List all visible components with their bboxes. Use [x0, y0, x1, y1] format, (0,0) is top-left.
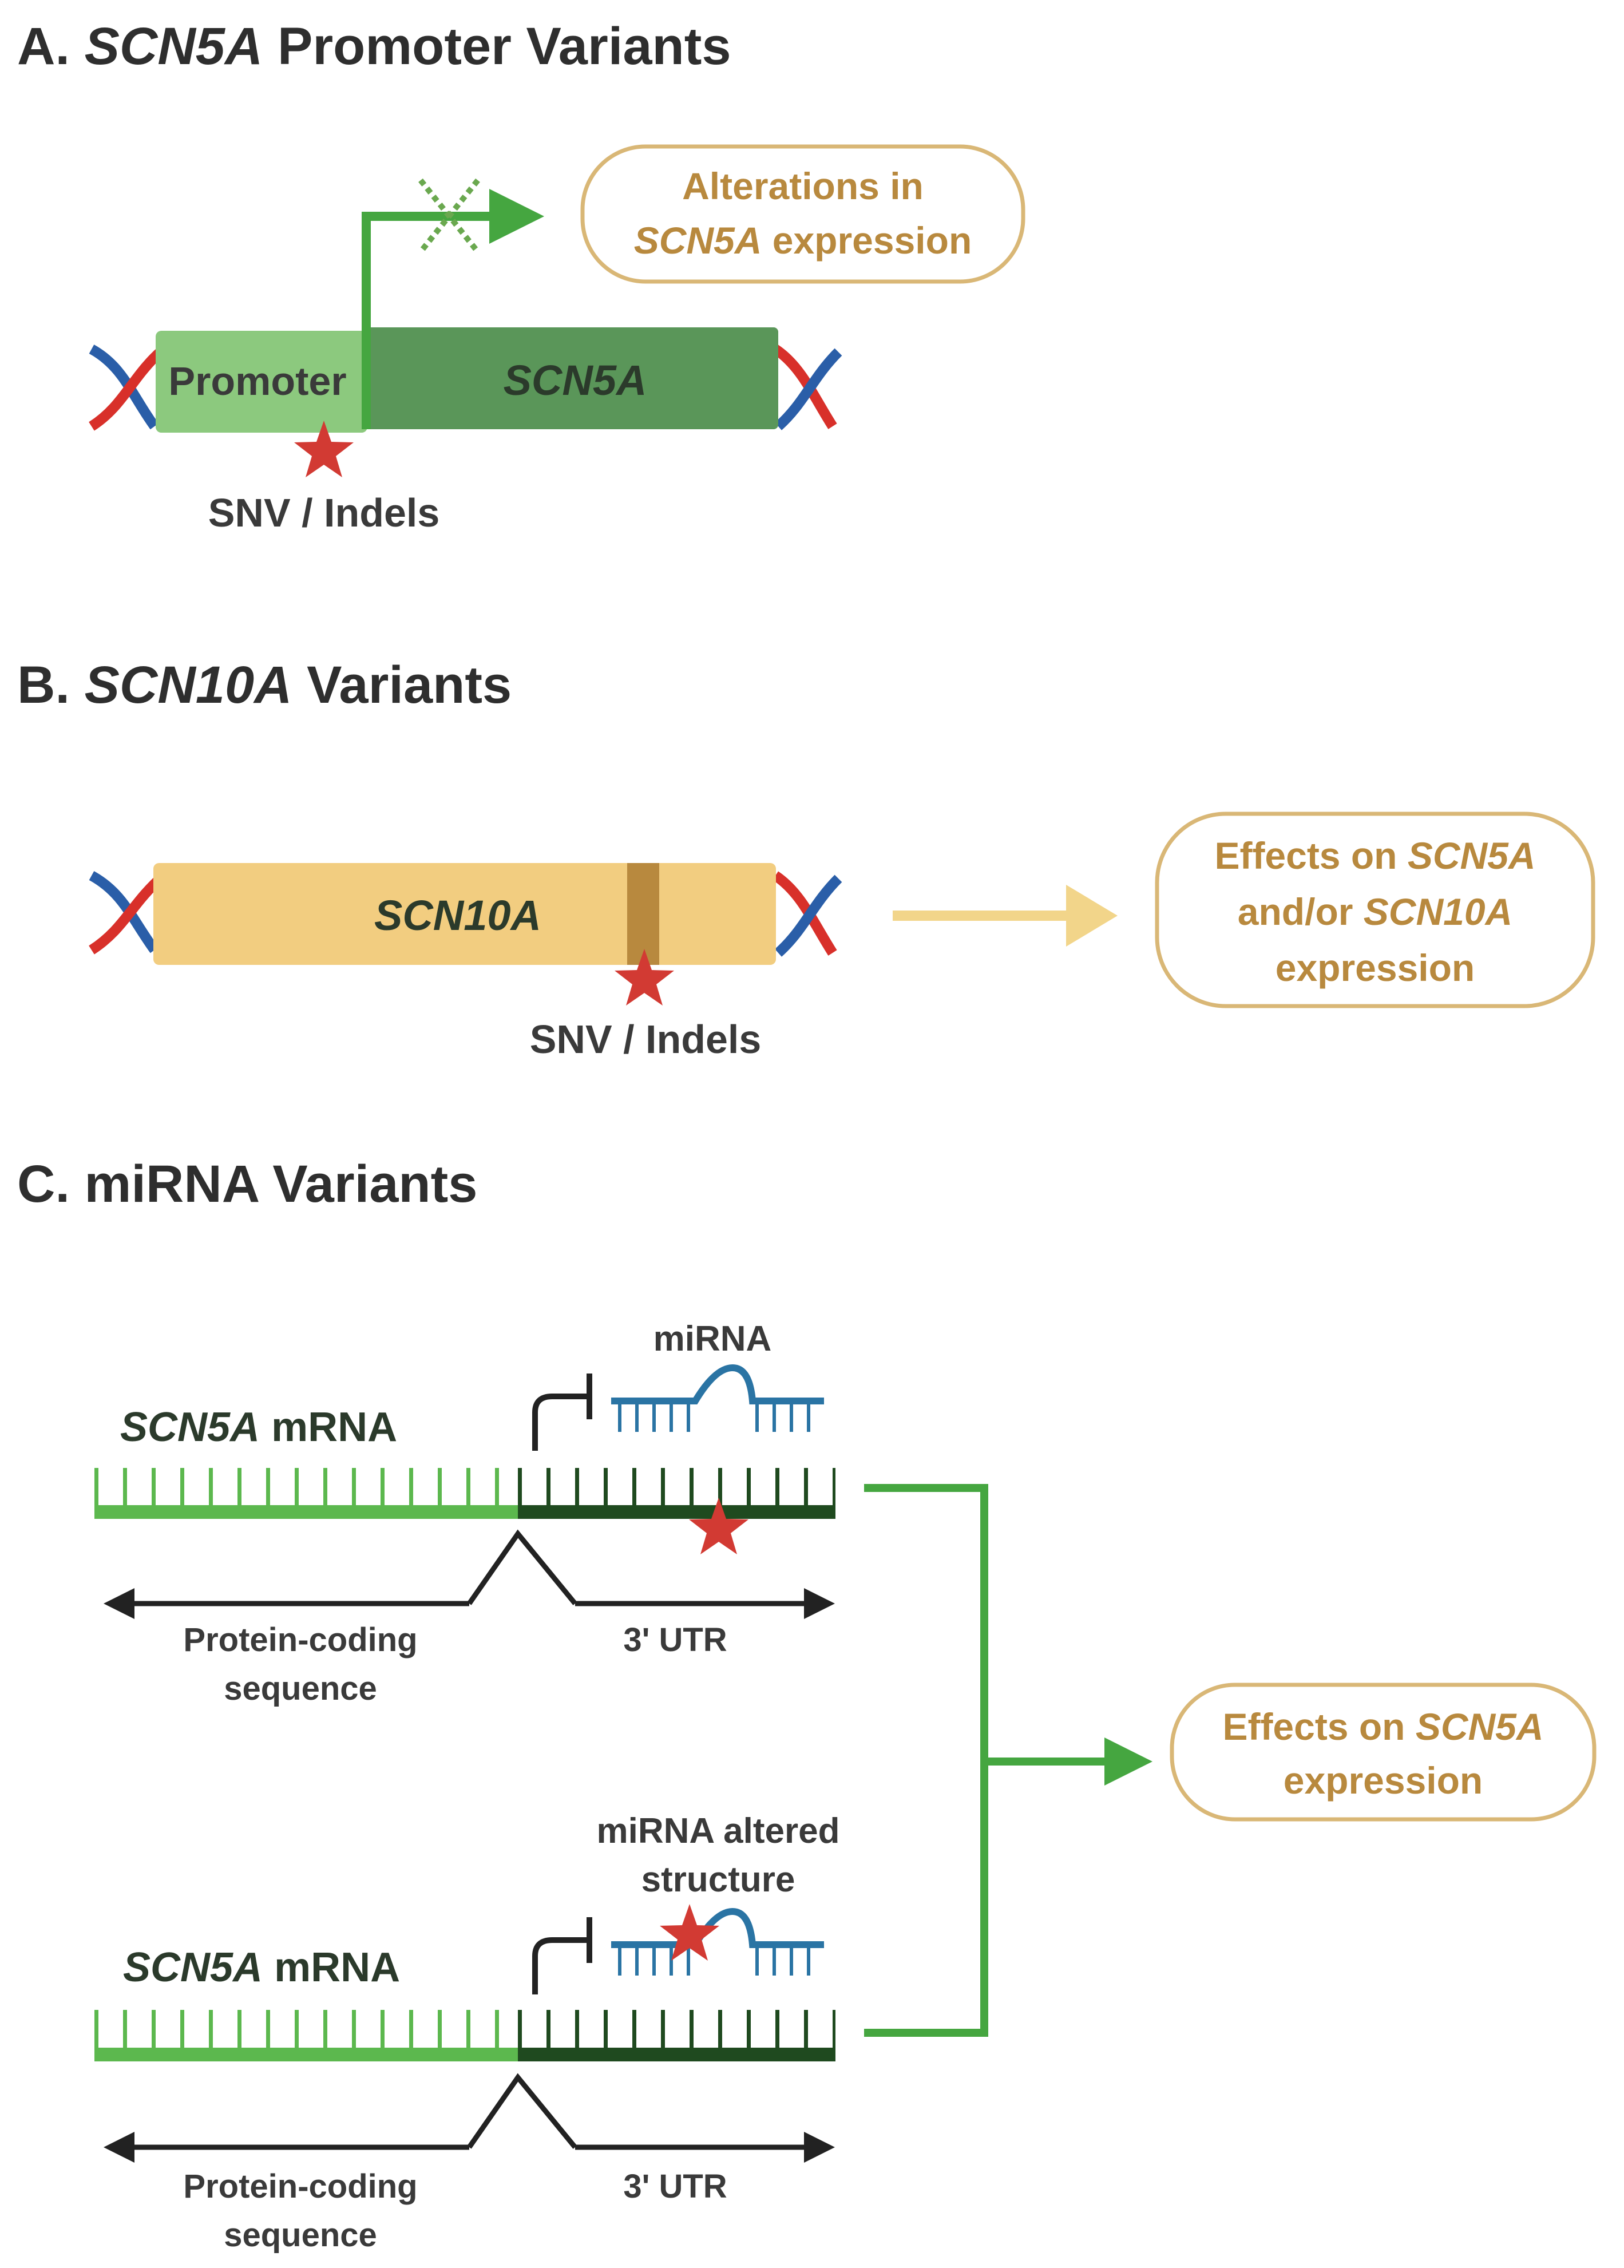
outcome-box-a: [580, 144, 1025, 284]
dna-helix-left-b: [89, 871, 164, 955]
panel-b-title: B. SCN10A Variants: [17, 656, 512, 714]
outcome-c-line1: Effects on SCN5A: [1222, 1705, 1543, 1748]
mrna-top: [94, 1468, 835, 1519]
dna-helix-left-a: [89, 345, 164, 431]
utr-label-top: 3' UTR: [623, 1621, 727, 1659]
dna-helix-right-b: [772, 871, 842, 957]
outcome-a-line1: Alterations in: [682, 165, 924, 207]
connector-c: [864, 1484, 1152, 2037]
region-bracket-top: [104, 1529, 835, 1619]
inhibition-icon-top: [532, 1374, 592, 1451]
variant-band: [627, 863, 659, 965]
dna-helix-right-a: [772, 345, 842, 430]
outcome-b-line3: expression: [1276, 947, 1475, 989]
region-bracket-bottom: [104, 2073, 835, 2163]
mirna-bottom: [611, 1907, 824, 1976]
variant-label-b: SNV / Indels: [530, 1017, 762, 1062]
cds-label-top-2: sequence: [224, 1670, 377, 1707]
outcome-b-line1: Effects on SCN5A: [1214, 834, 1535, 877]
outcome-b-line2: and/or SCN10A: [1238, 890, 1512, 933]
outcome-a-line2: SCN5A expression: [634, 219, 972, 262]
variant-label-a: SNV / Indels: [208, 490, 440, 535]
cds-label-bottom-2: sequence: [224, 2216, 377, 2254]
mirna-label-top: miRNA: [653, 1319, 772, 1359]
outcome-c-line2: expression: [1284, 1759, 1483, 1802]
panel-a-title: A. SCN5A Promoter Variants: [17, 17, 731, 76]
outcome-box-b: [1155, 812, 1595, 1008]
promoter-box: [156, 331, 367, 433]
mrna-label-top: SCN5A mRNA: [120, 1404, 397, 1450]
panel-c-title: C. miRNA Variants: [17, 1155, 477, 1213]
cds-label-top-1: Protein-coding: [183, 1621, 417, 1659]
scn5a-gene-box: [366, 327, 778, 429]
scn10a-gene-box: [153, 863, 776, 965]
mirna-top: [611, 1364, 824, 1432]
outcome-box-c: [1170, 1683, 1597, 1822]
scn5a-gene-label: SCN5A: [504, 357, 647, 404]
scn10a-gene-label: SCN10A: [374, 892, 541, 939]
transcription-arrow: [362, 189, 544, 429]
mirna-altered-label-2: structure: [641, 1860, 795, 1899]
mirna-altered-label-1: miRNA altered: [597, 1811, 840, 1851]
mrna-label-bottom: SCN5A mRNA: [123, 1945, 400, 1990]
mrna-bottom: [94, 2010, 835, 2061]
promoter-label: Promoter: [168, 359, 346, 403]
inhibition-icon-bottom: [532, 1917, 592, 1994]
cds-label-bottom-1: Protein-coding: [183, 2168, 417, 2205]
utr-label-bottom: 3' UTR: [623, 2168, 727, 2205]
blocked-cross-icon: [418, 178, 480, 254]
